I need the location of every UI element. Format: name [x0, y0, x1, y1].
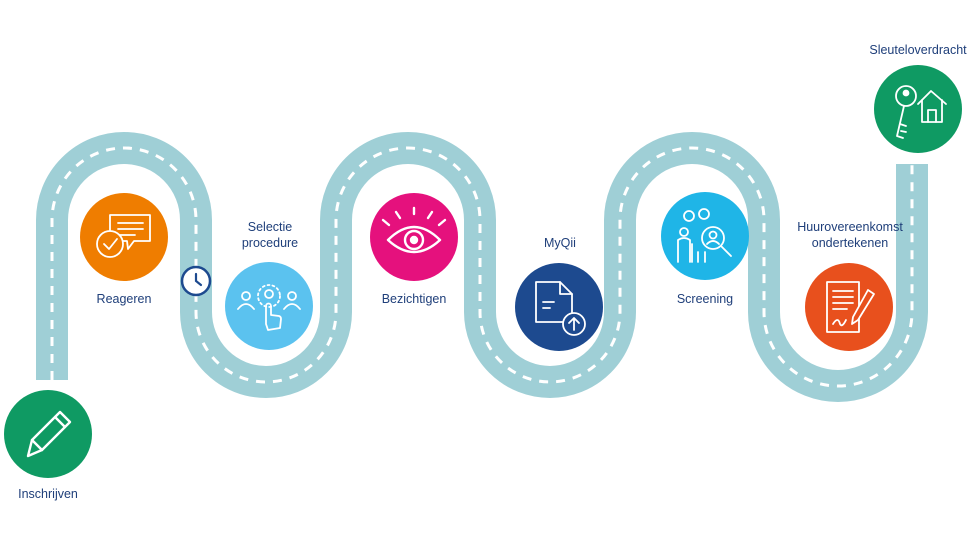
- step-circle: [80, 193, 168, 281]
- step-label: Screening: [677, 292, 733, 306]
- step-reageren: Reageren: [80, 193, 168, 306]
- step-sleuteloverdracht: Sleuteloverdracht: [869, 43, 967, 153]
- step-circle: [805, 263, 893, 351]
- step-circle: [4, 390, 92, 478]
- step-circle: [874, 65, 962, 153]
- pencil-icon: [26, 410, 72, 458]
- eye-icon: [381, 206, 447, 254]
- step-label: Sleuteloverdracht: [869, 43, 967, 57]
- step-circle: [515, 263, 603, 351]
- step-circle: [661, 192, 749, 280]
- step-label: Reageren: [97, 292, 152, 306]
- step-circle: [225, 262, 313, 350]
- step-label-line-1: Selectie: [248, 220, 293, 234]
- step-label: MyQii: [544, 236, 576, 250]
- chat-check-icon: [96, 214, 151, 258]
- step-label: Bezichtigen: [382, 292, 447, 306]
- step-label-line-2: procedure: [242, 236, 298, 250]
- step-huurovereenkomst: Huurovereenkomst ondertekenen: [797, 220, 903, 351]
- step-myqii: MyQii: [515, 236, 603, 351]
- contract-sign-icon: [826, 281, 875, 333]
- step-label: Inschrijven: [18, 487, 78, 501]
- step-bezichtigen: Bezichtigen: [370, 193, 458, 306]
- people-search-icon: [677, 208, 732, 263]
- document-upload-icon: [535, 281, 586, 336]
- clock-icon: [180, 265, 212, 297]
- step-screening: Screening: [661, 192, 749, 306]
- step-label-line-2: ondertekenen: [812, 236, 889, 250]
- step-label-line-1: Huurovereenkomst: [797, 220, 903, 234]
- key-house-icon: [895, 85, 947, 139]
- selection-people-icon: [237, 284, 301, 331]
- step-inschrijven: Inschrijven: [4, 390, 92, 501]
- road: [36, 132, 928, 402]
- step-selectie-procedure: Selectie procedure: [225, 220, 313, 350]
